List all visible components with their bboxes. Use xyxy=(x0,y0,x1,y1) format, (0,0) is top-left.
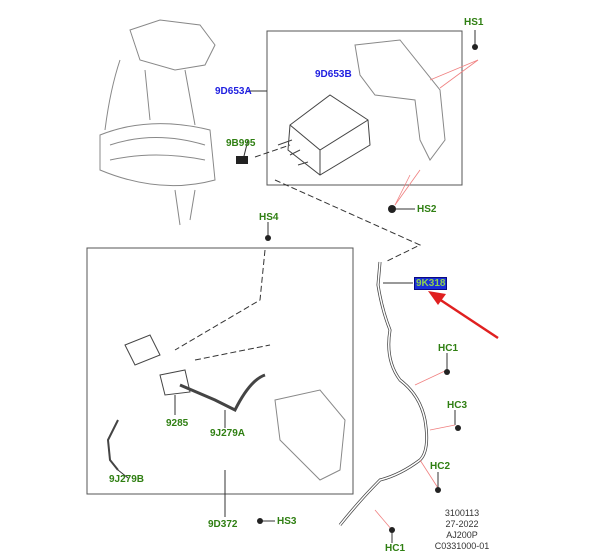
label-9d653a[interactable]: 9D653A xyxy=(215,86,252,97)
label-hc2[interactable]: HC2 xyxy=(430,461,451,472)
label-hs4[interactable]: HS4 xyxy=(259,212,279,223)
purge-valve xyxy=(124,334,191,396)
label-9285[interactable]: 9285 xyxy=(166,418,189,429)
clip-hc1-icon xyxy=(444,369,450,375)
upper-group-box xyxy=(266,30,463,186)
diagram-reference: 3100113 27-2022 AJ200P C0331000-01 xyxy=(422,508,502,552)
label-hc1[interactable]: HC1 xyxy=(438,343,459,354)
bolt-hs4-icon xyxy=(265,235,271,241)
clip-hc3-icon xyxy=(455,425,461,431)
label-9b995[interactable]: 9B995 xyxy=(226,138,256,149)
harness xyxy=(106,419,119,471)
bolt-hs3-icon xyxy=(257,518,263,524)
label-9k318-highlighted[interactable]: 9K318 xyxy=(414,277,448,290)
engine-illustration xyxy=(99,19,216,226)
reference-line-2: 27-2022 xyxy=(445,519,479,529)
clip-hc1-bottom-icon xyxy=(389,527,395,533)
reference-line-1: 3100113 xyxy=(444,508,480,518)
label-hs1[interactable]: HS1 xyxy=(464,17,484,28)
label-9j279b[interactable]: 9J279B xyxy=(109,474,145,485)
label-hc3[interactable]: HC3 xyxy=(447,400,468,411)
canister-illustration xyxy=(277,94,371,176)
label-hc1-bottom[interactable]: HC1 xyxy=(385,543,406,554)
label-9d653b[interactable]: 9D653B xyxy=(315,69,352,80)
purge-hose xyxy=(179,373,266,413)
fasteners xyxy=(236,44,478,533)
label-9d372[interactable]: 9D372 xyxy=(208,519,238,530)
clip-hc2-icon xyxy=(435,487,441,493)
lower-bracket xyxy=(274,389,346,481)
label-hs3[interactable]: HS3 xyxy=(277,516,297,527)
label-hs2[interactable]: HS2 xyxy=(417,204,437,215)
reference-line-3: AJ200P xyxy=(446,530,478,540)
bolt-hs2-icon xyxy=(388,205,396,213)
label-9j279a[interactable]: 9J279A xyxy=(210,428,246,439)
lower-group-box xyxy=(86,247,354,495)
bolt-hs1-icon xyxy=(472,44,478,50)
bracket-illustration xyxy=(354,39,446,161)
red-arrow-icon xyxy=(428,291,499,340)
reference-line-4: C0331000-01 xyxy=(434,541,490,551)
connector-9b995-icon xyxy=(236,156,248,164)
